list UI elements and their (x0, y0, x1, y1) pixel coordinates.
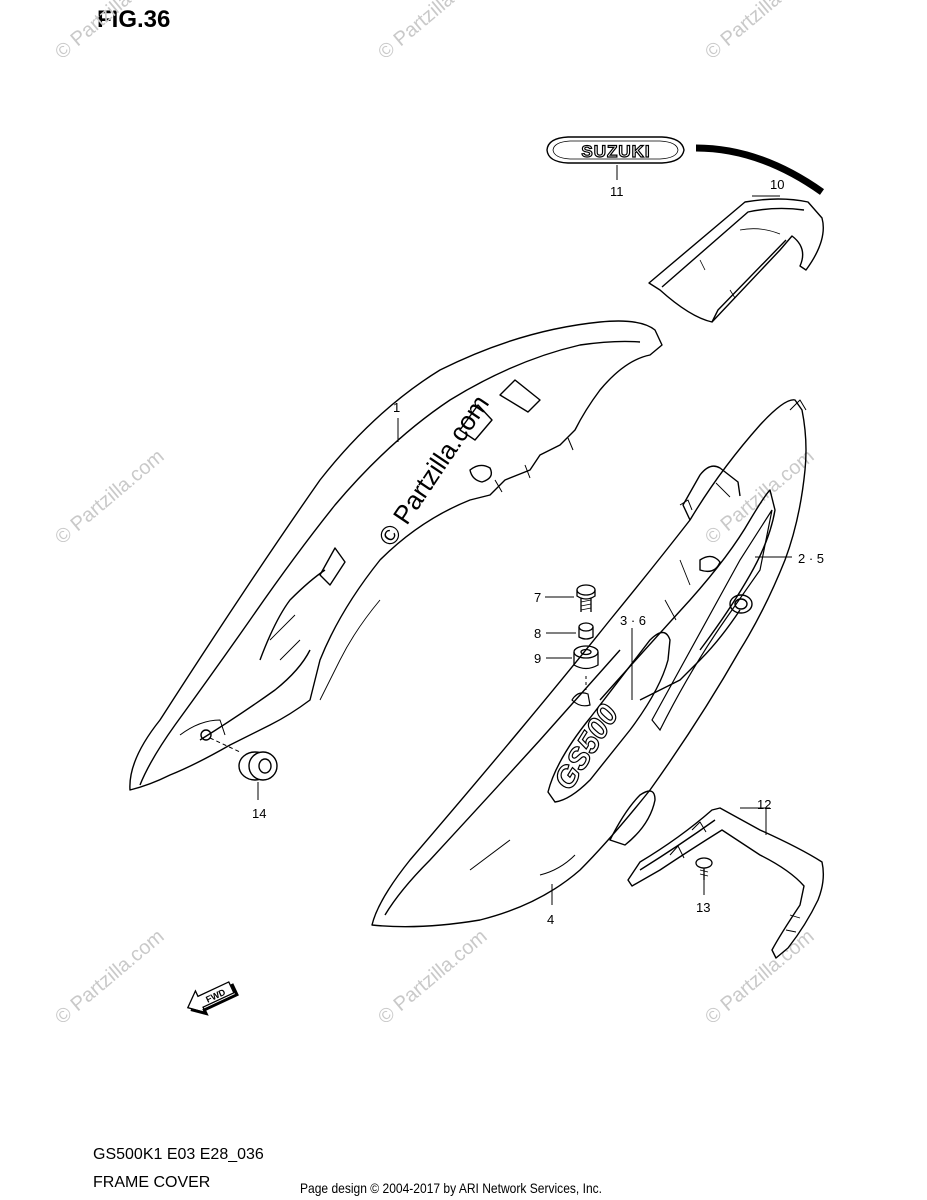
callout-14: 14 (252, 806, 266, 821)
watermark-text: © Partzilla.com (51, 925, 168, 1028)
part-13-screw (695, 857, 713, 880)
part-12-lower-cover (627, 807, 825, 959)
callout-3-6: 3 · 6 (620, 613, 646, 628)
callout-11: 11 (610, 184, 624, 199)
watermark-text: © Partzilla.com (701, 0, 818, 64)
part-2-5-stripe (651, 509, 773, 732)
fwd-arrow-icon: FWD (186, 981, 239, 1016)
callout-9: 9 (534, 651, 541, 666)
watermark-large: © Partzilla.com (372, 389, 495, 551)
callout-13: 13 (696, 900, 710, 915)
watermark-text: © Partzilla.com (701, 925, 818, 1028)
watermark-text: © Partzilla.com (51, 445, 168, 548)
diagram-name: FRAME COVER (93, 1174, 211, 1191)
part-4-right-frame-cover (371, 399, 807, 928)
suzuki-emblem-text: SUZUKI (581, 142, 650, 161)
callout-8: 8 (534, 626, 541, 641)
callout-10: 10 (770, 177, 784, 192)
part-8-collar (578, 622, 594, 640)
callout-1: 1 (393, 400, 400, 415)
part-10-tail-cover (648, 144, 825, 323)
copyright-footer: Page design © 2004-2017 by ARI Network S… (300, 1180, 603, 1196)
part-11-emblem: SUZUKI (546, 136, 685, 164)
callout-2-5: 2 · 5 (798, 551, 824, 566)
watermark-text: © Partzilla.com (51, 0, 168, 64)
watermark-text: © Partzilla.com (374, 925, 491, 1028)
watermark-text: © Partzilla.com (374, 0, 491, 64)
callout-7: 7 (534, 590, 541, 605)
diagram-code: GS500K1 E03 E28_036 (93, 1146, 264, 1163)
part-9-grommet (573, 645, 599, 670)
part-14-grommet (209, 737, 278, 781)
callout-4: 4 (547, 912, 554, 927)
figure-title: FIG.36 (97, 6, 171, 33)
part-1-left-frame-cover (129, 320, 663, 791)
gs500-badge-text: GS500 (548, 699, 626, 796)
callout-12: 12 (757, 797, 771, 812)
part-7-bolt (576, 584, 596, 612)
